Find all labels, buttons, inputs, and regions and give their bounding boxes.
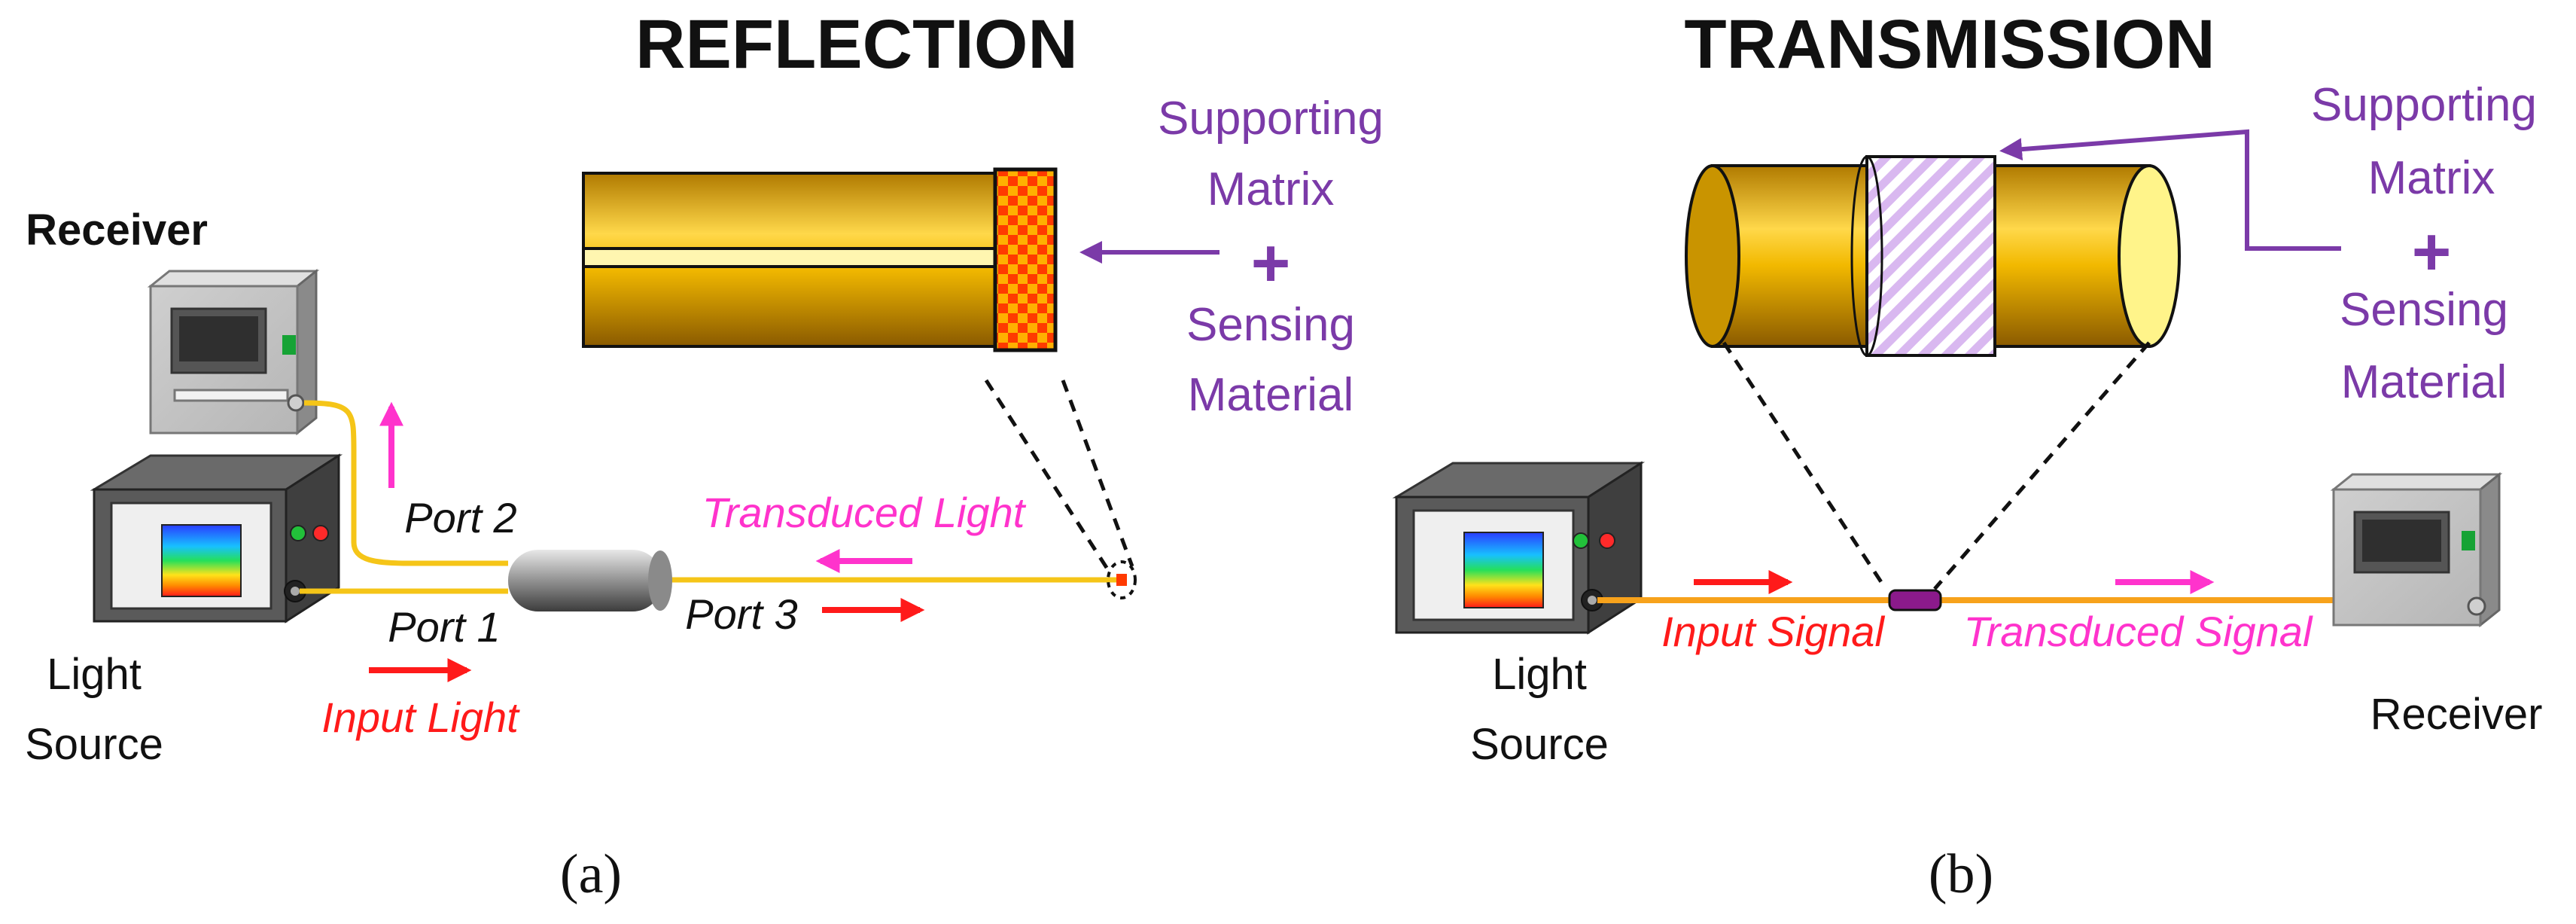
receiver-label-b: Receiver bbox=[2370, 690, 2543, 739]
fiber-probe-enlarged-a bbox=[582, 167, 1058, 352]
matrix-label-b-line2: Matrix bbox=[2368, 152, 2495, 204]
source-label-b-line2: Source bbox=[1470, 720, 1609, 769]
sensing-sleeve-b bbox=[1865, 155, 1996, 357]
panel-a-reflection: REFLECTION Receiver Light Source bbox=[25, 6, 1384, 905]
zoom-line-left-b bbox=[1722, 341, 1888, 590]
port3-label: Port 3 bbox=[685, 590, 797, 638]
sensing-region-b bbox=[1888, 589, 1942, 611]
matrix-label-b-line1: Supporting bbox=[2311, 79, 2537, 131]
zoom-line-right-b bbox=[1933, 341, 2151, 590]
sensing-label-a-line1: Sensing bbox=[1186, 299, 1355, 351]
matrix-label-a-line2: Matrix bbox=[1207, 163, 1335, 215]
light-source-device-b bbox=[1392, 461, 1646, 635]
sensing-label-a-line2: Material bbox=[1188, 369, 1354, 421]
receiver-device-a bbox=[147, 268, 320, 436]
caption-b: (b) bbox=[1929, 843, 1993, 905]
input-signal-label: Input Signal bbox=[1661, 608, 1885, 655]
zoom-line-left-a bbox=[984, 379, 1112, 574]
matrix-pointer-arrow-b bbox=[1999, 129, 2341, 251]
panel-b-title: TRANSMISSION bbox=[1684, 6, 2215, 83]
fiber-coupler-a bbox=[508, 550, 672, 611]
panel-b-transmission: TRANSMISSION Supporting Matrix + Sensing… bbox=[1392, 6, 2543, 905]
fiber-cylinder-enlarged-b bbox=[1685, 155, 2181, 357]
plus-sign-b: + bbox=[2412, 215, 2452, 290]
probe-tip-a bbox=[1107, 560, 1137, 599]
port2-label: Port 2 bbox=[404, 494, 516, 541]
source-label-b-line1: Light bbox=[1492, 650, 1587, 699]
sensing-label-b-line2: Material bbox=[2341, 356, 2507, 408]
panel-a-title: REFLECTION bbox=[635, 6, 1078, 83]
light-source-device-a bbox=[90, 453, 343, 624]
transduced-signal-label: Transduced Signal bbox=[1964, 608, 2313, 655]
source-label-a-line1: Light bbox=[47, 650, 142, 699]
sensing-layer-a bbox=[993, 167, 1058, 352]
transduced-light-label: Transduced Light bbox=[702, 489, 1027, 536]
zoom-line-right-a bbox=[1061, 380, 1134, 567]
source-label-a-line2: Source bbox=[25, 720, 163, 769]
sensing-label-b-line1: Sensing bbox=[2340, 284, 2508, 336]
port1-label: Port 1 bbox=[388, 603, 500, 651]
plus-sign-a: + bbox=[1251, 226, 1291, 301]
matrix-label-a-line1: Supporting bbox=[1158, 93, 1384, 145]
fiber-port2-a bbox=[303, 400, 508, 566]
receiver-label-a: Receiver bbox=[26, 206, 208, 255]
input-light-label: Input Light bbox=[321, 694, 520, 741]
caption-a: (a) bbox=[560, 843, 622, 905]
receiver-device-b bbox=[2330, 471, 2503, 628]
